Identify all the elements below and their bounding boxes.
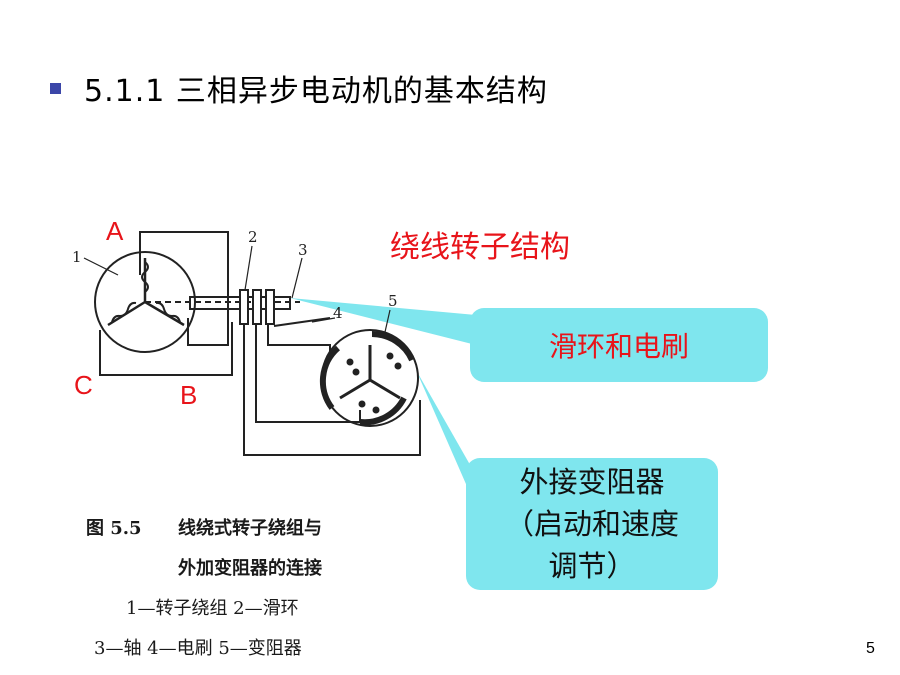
caption-line-2: 外加变阻器的连接 bbox=[178, 558, 322, 579]
frame-outline bbox=[139, 231, 229, 346]
figure-number: 图 5.5 bbox=[86, 518, 142, 539]
label-number-4: 4 bbox=[333, 304, 343, 322]
wire-inner bbox=[267, 324, 331, 355]
label-number-2: 2 bbox=[248, 228, 258, 246]
label-number-3: 3 bbox=[298, 241, 308, 259]
label-number-5: 5 bbox=[388, 292, 398, 310]
rheostat-callout-line3: 调节） bbox=[548, 549, 636, 583]
wire-c-b bbox=[99, 322, 233, 376]
caption-line-3: 1—转子绕组 2—滑环 bbox=[126, 598, 299, 619]
phase-label-a: A bbox=[106, 216, 124, 246]
rheostat-callout: 外接变阻器 （启动和速度 调节） bbox=[466, 458, 718, 590]
rheostat-pointer bbox=[416, 370, 473, 500]
slip-ring-pointer bbox=[290, 298, 476, 345]
page-number: 5 bbox=[866, 640, 875, 657]
slip-ring bbox=[239, 289, 249, 325]
label-number-1: 1 bbox=[72, 248, 82, 266]
slide-title: 5.1.1 三相异步电动机的基本结构 bbox=[84, 74, 548, 109]
slip-ring bbox=[265, 289, 275, 325]
rheostat-callout-line2: （启动和速度 bbox=[504, 507, 679, 541]
slip-ring-callout-text: 滑环和电刷 bbox=[548, 330, 689, 363]
caption-line-1: 线绕式转子绕组与 bbox=[178, 518, 322, 539]
wire-outer bbox=[243, 324, 421, 456]
phase-label-b: B bbox=[180, 380, 198, 410]
slip-ring-callout: 滑环和电刷 bbox=[470, 308, 768, 382]
rheostat-arms bbox=[339, 345, 401, 400]
wire-middle bbox=[255, 324, 361, 423]
caption-line-4: 3—轴 4—电刷 5—变阻器 bbox=[94, 638, 302, 659]
bullet-icon bbox=[50, 83, 61, 94]
slip-ring bbox=[252, 289, 262, 325]
phase-label-c: C bbox=[74, 370, 93, 400]
diagram-subtitle: 绕线转子结构 bbox=[390, 230, 570, 265]
rheostat-callout-line1: 外接变阻器 bbox=[519, 465, 665, 499]
